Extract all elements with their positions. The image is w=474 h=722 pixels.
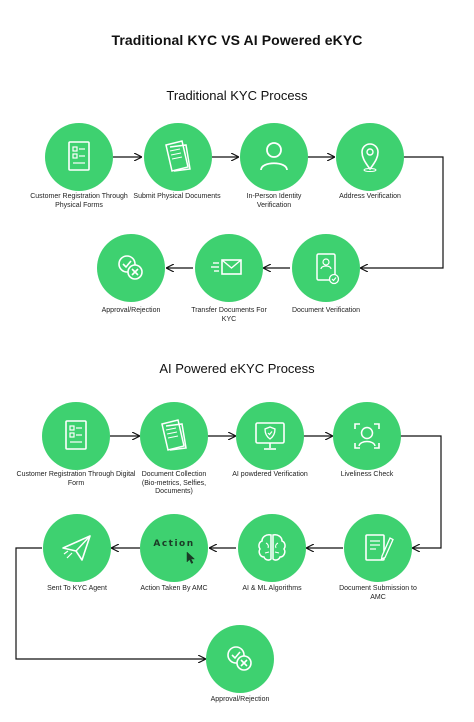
ai-step-liveliness — [333, 402, 401, 470]
monitor-shield-icon — [255, 422, 285, 450]
trad-label-in-person: In-Person Identity Verification — [246, 193, 302, 209]
documents-icon — [165, 140, 191, 172]
face-scan-icon — [354, 423, 380, 449]
ai-label-registration: Customer Registration Through Digital Fo… — [16, 471, 136, 487]
action-label-icon: Action — [153, 539, 195, 549]
ai-step-doc-submission — [344, 514, 412, 582]
check-cross-icon — [118, 255, 143, 280]
form-icon — [68, 141, 90, 171]
trad-step-approval — [97, 234, 165, 302]
ai-label-sent-agent: Sent To KYC Agent — [47, 585, 107, 592]
trad-step-submit-docs — [144, 123, 212, 191]
ai-label-doc-submission: Document Submission to AMC — [339, 585, 417, 601]
ai-step-action: Action — [140, 514, 208, 582]
check-cross-icon — [227, 646, 252, 671]
trad-step-in-person — [240, 123, 308, 191]
ai-step-registration — [42, 402, 110, 470]
trad-step-transfer — [195, 234, 263, 302]
cursor-icon — [186, 551, 196, 564]
traditional-section-title: Traditional KYC Process — [166, 88, 308, 103]
ai-step-ai-verification — [236, 402, 304, 470]
trad-step-doc-verification — [292, 234, 360, 302]
paper-plane-icon — [62, 535, 91, 561]
trad-label-transfer: Transfer Documents For KYC — [191, 307, 267, 323]
person-icon — [260, 142, 288, 171]
ai-section-title: AI Powered eKYC Process — [159, 361, 315, 376]
ai-step-ml — [238, 514, 306, 582]
ai-label-approval: Approval/Rejection — [210, 696, 270, 703]
ai-label-doc-collection: Document Collection (Bio-metrics, Selfie… — [141, 471, 207, 495]
trad-label-doc-verification: Document Verification — [291, 307, 361, 314]
id-document-check-icon — [316, 253, 340, 285]
trad-step-address — [336, 123, 404, 191]
ai-label-action: Action Taken By AMC — [140, 585, 208, 592]
documents-icon — [161, 419, 187, 451]
location-pin-icon — [361, 143, 379, 172]
trad-label-approval: Approval/Rejection — [101, 307, 161, 314]
ai-step-approval — [206, 625, 274, 693]
trad-label-submit-docs: Submit Physical Documents — [133, 193, 221, 200]
ai-step-doc-collection — [140, 402, 208, 470]
form-icon — [65, 420, 87, 450]
mail-transfer-icon — [211, 259, 242, 275]
ai-label-ml: AI & ML Algorithms — [242, 585, 302, 592]
trad-label-address: Address Verification — [339, 193, 401, 200]
trad-label-registration: Customer Registration Through Physical F… — [30, 193, 128, 209]
ai-label-liveliness: Liveliness Check — [340, 471, 394, 478]
brain-icon — [258, 534, 286, 561]
page-title: Traditional KYC VS AI Powered eKYC — [111, 32, 363, 48]
ai-label-ai-verification: AI powdered Verification — [232, 471, 308, 478]
trad-step-registration — [45, 123, 113, 191]
ai-step-sent-agent — [43, 514, 111, 582]
document-pen-icon — [365, 534, 394, 561]
